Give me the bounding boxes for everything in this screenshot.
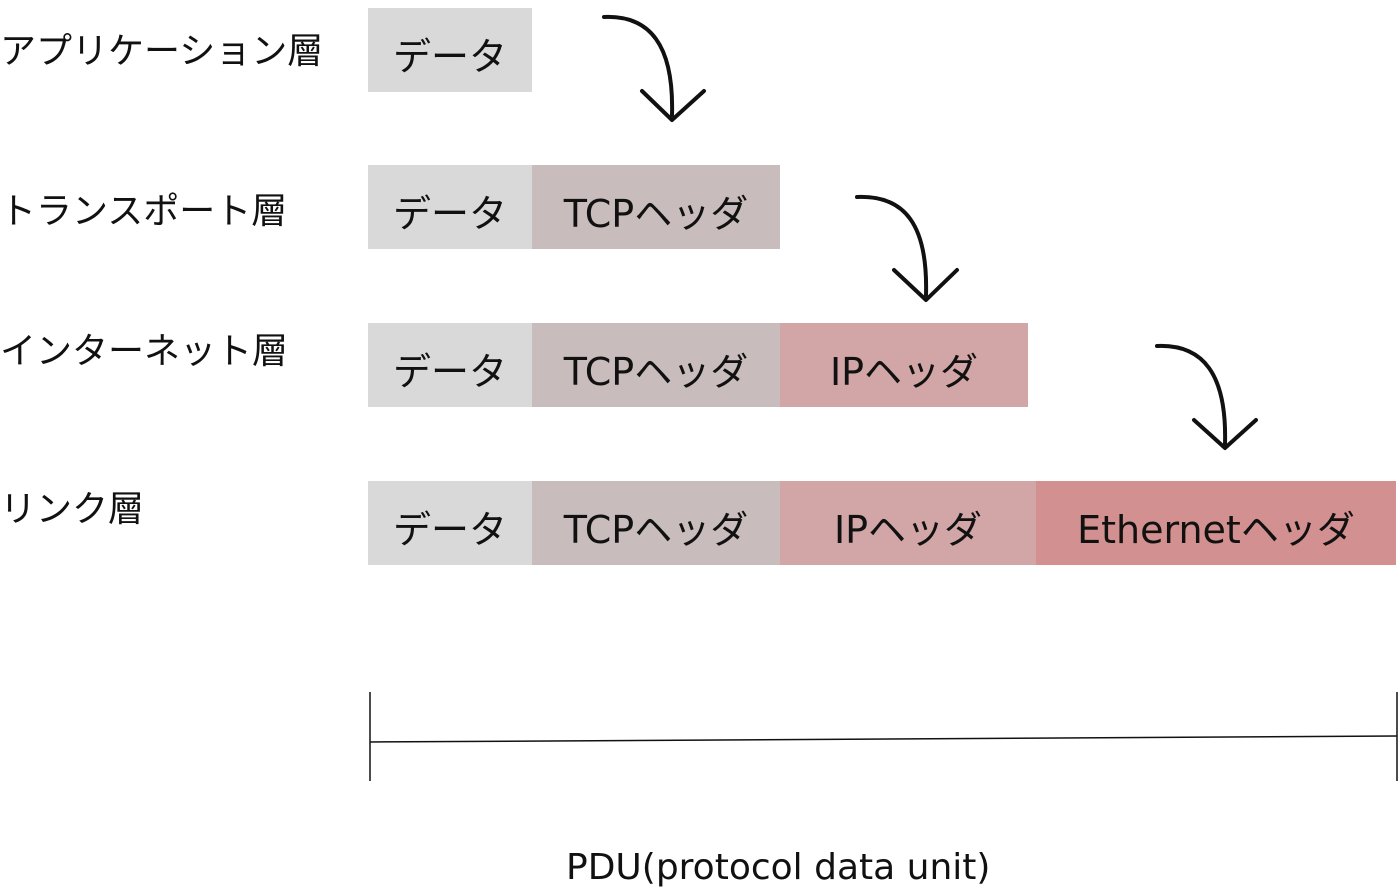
data-segment: データ bbox=[368, 481, 532, 565]
layer-label-link: リンク層 bbox=[0, 489, 145, 530]
layer-label-transport: トランスポート層 bbox=[0, 191, 288, 232]
application-layer-pdu: データ bbox=[368, 8, 532, 92]
down-arrow-icon bbox=[855, 194, 959, 302]
ip-header-segment: IPヘッダ bbox=[780, 323, 1028, 407]
tcp-header-segment: TCPヘッダ bbox=[532, 481, 780, 565]
ip-header-segment: IPヘッダ bbox=[780, 481, 1036, 565]
down-arrow-icon bbox=[602, 14, 706, 122]
link-layer-pdu: データ TCPヘッダ IPヘッダ Ethernetヘッダ bbox=[368, 481, 1396, 565]
tcp-header-segment: TCPヘッダ bbox=[532, 323, 780, 407]
tcp-header-segment: TCPヘッダ bbox=[532, 165, 780, 249]
data-segment: データ bbox=[368, 8, 532, 92]
data-segment: データ bbox=[368, 323, 532, 407]
pdu-caption: PDU(protocol data unit) bbox=[566, 847, 991, 888]
data-segment: データ bbox=[368, 165, 532, 249]
layer-label-internet: インターネット層 bbox=[0, 331, 289, 372]
layer-label-application: アプリケーション層 bbox=[0, 31, 324, 72]
ethernet-header-segment: Ethernetヘッダ bbox=[1036, 481, 1396, 565]
transport-layer-pdu: データ TCPヘッダ bbox=[368, 165, 780, 249]
down-arrow-icon bbox=[1155, 343, 1258, 450]
pdu-span-line bbox=[369, 692, 1398, 781]
internet-layer-pdu: データ TCPヘッダ IPヘッダ bbox=[368, 323, 1028, 407]
